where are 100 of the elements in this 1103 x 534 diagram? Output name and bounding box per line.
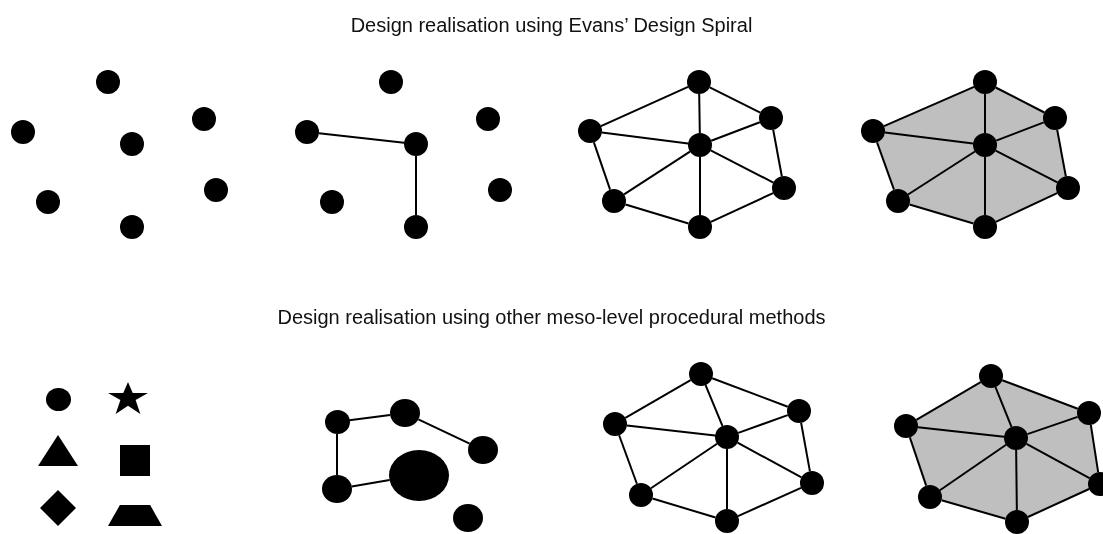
connector-line: [624, 379, 692, 419]
connector-line: [772, 128, 783, 178]
connector-line: [876, 141, 895, 191]
connector-line: [711, 377, 789, 408]
connector-line: [709, 192, 775, 223]
dot: [1005, 510, 1029, 534]
connector-line: [994, 86, 1046, 114]
connector-line: [623, 150, 691, 196]
connector-line: [415, 155, 417, 216]
connector-line: [704, 384, 724, 427]
dot: [629, 483, 653, 507]
connector-line: [599, 85, 690, 128]
connector-line: [736, 441, 803, 479]
connector-line: [708, 86, 762, 114]
dot: [320, 190, 344, 214]
connector-line: [984, 93, 986, 134]
section-heading: Design realisation using Evans’ Design Spiral: [350, 14, 753, 37]
dot: [688, 133, 712, 157]
connector-line: [1089, 423, 1100, 474]
connector-line: [883, 85, 975, 128]
dot: [1043, 106, 1067, 130]
square-shape: [120, 444, 150, 476]
connector-line: [350, 479, 391, 488]
connector-line: [908, 436, 928, 487]
dot: [979, 364, 1003, 388]
connector-line: [709, 149, 775, 184]
dot: [96, 70, 120, 94]
connector-line: [618, 434, 638, 485]
dot: [1056, 176, 1080, 200]
connector-line: [995, 121, 1045, 142]
dot: [404, 132, 428, 156]
connector-line: [1015, 449, 1018, 511]
connector-line: [883, 131, 975, 145]
dot: [689, 362, 713, 386]
dot: [453, 504, 483, 532]
connector-line: [651, 497, 717, 519]
dot: [578, 119, 602, 143]
connector-line: [592, 141, 612, 191]
dot: [973, 133, 997, 157]
dot: [688, 215, 712, 239]
connector-line: [940, 499, 1007, 520]
dot: [120, 215, 144, 239]
connector-line: [698, 93, 701, 134]
connector-line: [1056, 128, 1067, 178]
connector-line: [908, 203, 975, 225]
connector-line: [1026, 415, 1079, 436]
dot: [488, 178, 512, 202]
dot: [379, 70, 403, 94]
dot: [11, 120, 35, 144]
connector-line: [699, 156, 701, 216]
dot: [476, 107, 500, 131]
dot: [894, 414, 918, 438]
dot: [1004, 426, 1028, 450]
dot: [45, 387, 71, 411]
connector-line: [915, 381, 982, 421]
ellipse-shape: [389, 449, 449, 501]
connector-line: [1001, 379, 1079, 410]
connector-line: [994, 386, 1013, 428]
connector-line: [736, 486, 803, 518]
diamond-shape: [40, 490, 76, 526]
dot: [715, 509, 739, 533]
dot: [973, 70, 997, 94]
dot: [973, 215, 997, 239]
connector-line: [984, 156, 986, 216]
trapezoid-shape: [108, 504, 162, 526]
connector-line: [1025, 442, 1091, 480]
connector-line: [710, 121, 761, 142]
triangle-shape: [38, 434, 78, 466]
dot: [861, 119, 885, 143]
connector-line: [600, 131, 690, 145]
section-heading: Design realisation using other meso-level procedural methods: [277, 306, 826, 329]
connector-line: [348, 413, 392, 422]
connector-line: [624, 203, 690, 225]
connector-line: [737, 414, 789, 434]
dot: [772, 176, 796, 200]
dot: [800, 471, 824, 495]
connector-line: [994, 149, 1059, 184]
dot: [602, 189, 626, 213]
dot: [295, 120, 319, 144]
connector-line: [417, 418, 471, 445]
dot: [324, 410, 350, 434]
connector-line: [994, 192, 1059, 223]
connector-line: [800, 421, 811, 473]
connector-line: [726, 448, 728, 510]
connector-line: [916, 426, 1006, 438]
dot: [36, 190, 60, 214]
dot: [687, 70, 711, 94]
star-shape: [108, 382, 148, 414]
dot: [120, 132, 144, 156]
connector-line: [938, 443, 1008, 492]
dot: [1077, 401, 1101, 425]
dot: [390, 399, 420, 427]
dot: [759, 106, 783, 130]
dot: [322, 475, 352, 503]
dot: [715, 425, 739, 449]
dot: [886, 189, 910, 213]
dot: [603, 412, 627, 436]
connector-line: [317, 132, 406, 144]
connector-line: [649, 442, 719, 490]
connector-line: [1026, 488, 1091, 518]
